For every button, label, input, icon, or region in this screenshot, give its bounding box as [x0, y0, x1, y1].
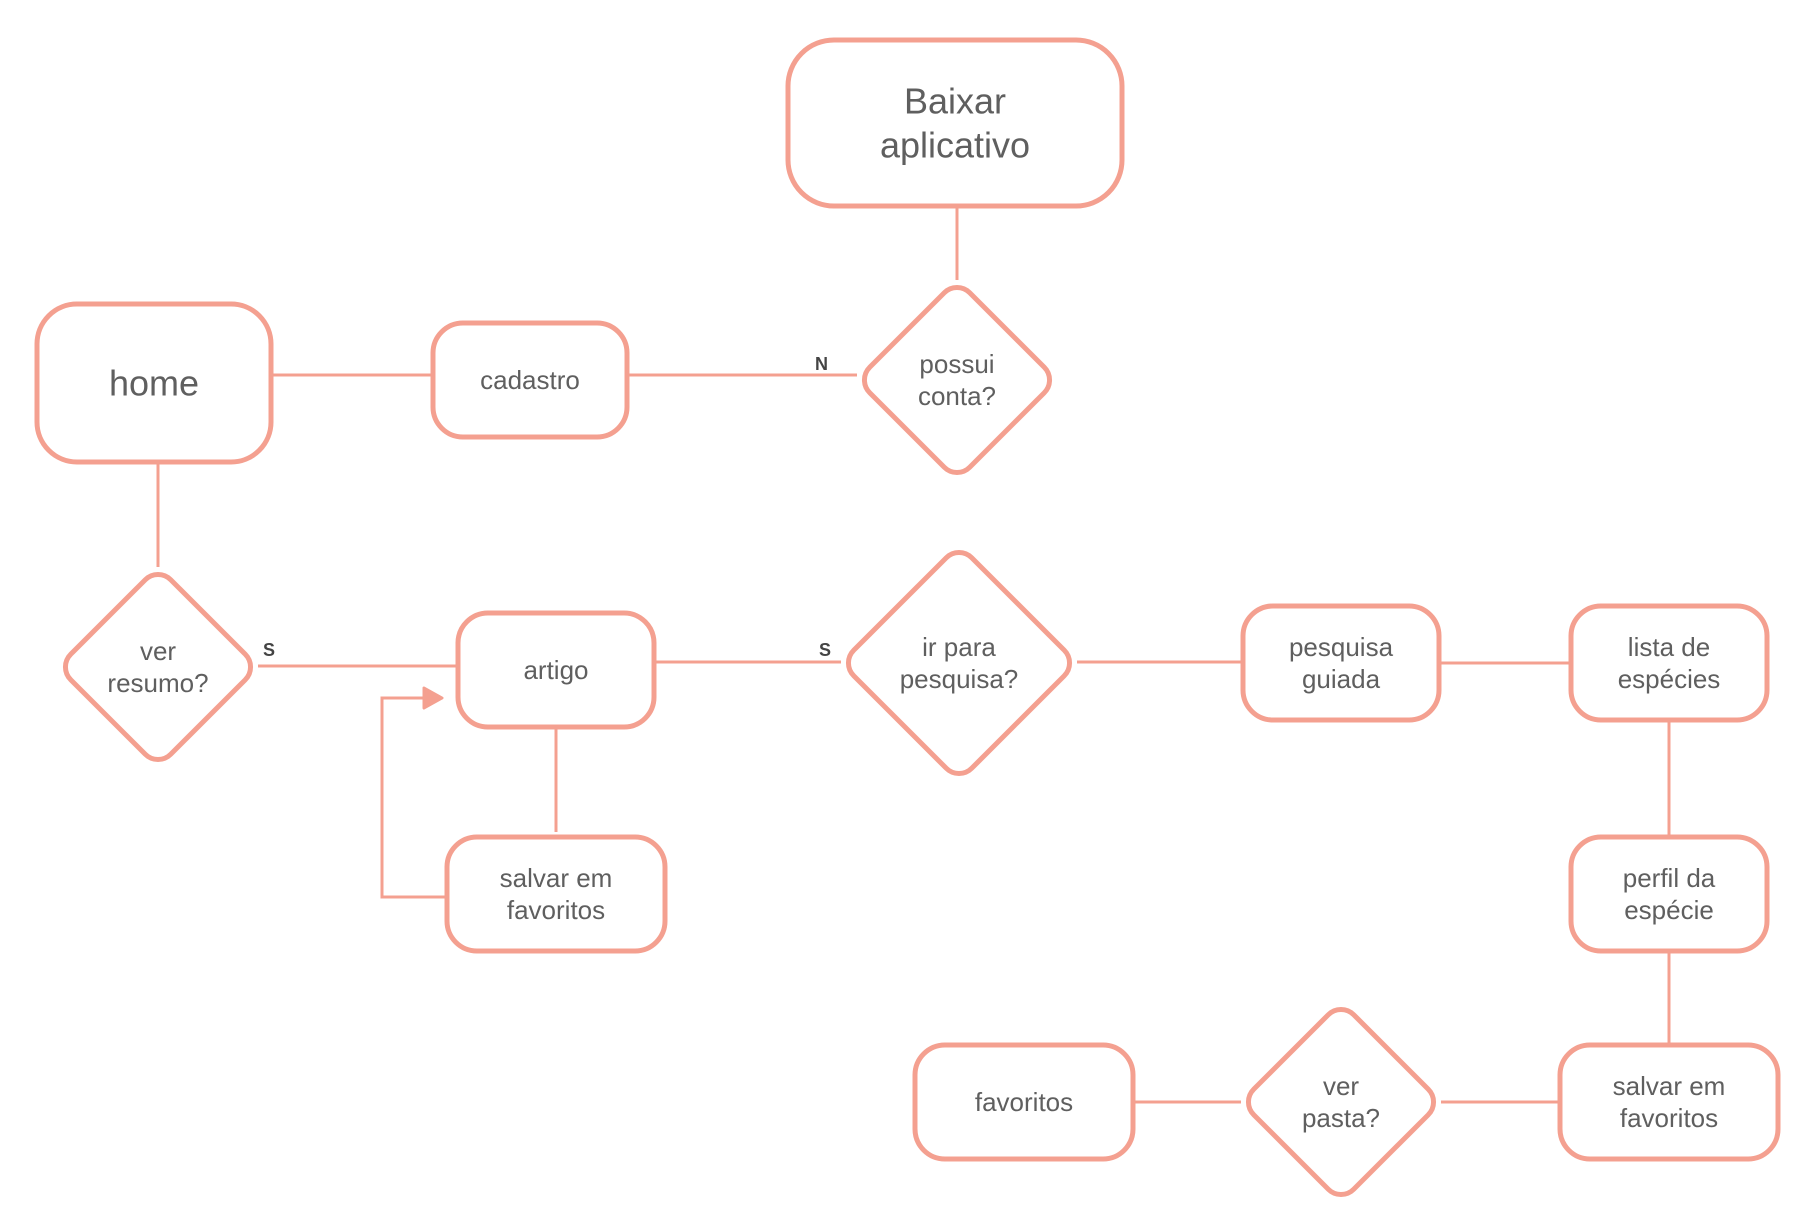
- node-label: perfil da: [1623, 863, 1716, 893]
- node-label: ir para: [922, 632, 996, 662]
- edge-label-n: N: [815, 354, 828, 374]
- node-artigo: artigo: [455, 610, 657, 730]
- diamond-shape: [861, 284, 1053, 476]
- node-label: conta?: [918, 381, 996, 411]
- node-label: resumo?: [107, 668, 208, 698]
- node-label: artigo: [523, 655, 588, 685]
- node-label: espécies: [1618, 664, 1721, 694]
- rounded-box-shape: [430, 320, 630, 440]
- node-cadastro: cadastro: [430, 320, 630, 440]
- rounded-box-shape: [785, 37, 1125, 209]
- rounded-box-shape: [912, 1042, 1136, 1162]
- rounded-box-shape: [444, 834, 668, 954]
- edge-label-s: S: [263, 640, 275, 660]
- rounded-box-shape: [1568, 603, 1770, 723]
- diamond-shape: [845, 549, 1073, 777]
- rounded-box-shape: [455, 610, 657, 730]
- node-label: espécie: [1624, 895, 1714, 925]
- node-label: favoritos: [1620, 1103, 1718, 1133]
- node-label: aplicativo: [880, 125, 1030, 166]
- connector-salvar-favoritos-artigo-to-artigo: [380, 696, 447, 899]
- node-label: ver: [1323, 1071, 1359, 1101]
- rounded-box-shape: [1557, 1042, 1781, 1162]
- node-label: cadastro: [480, 365, 580, 395]
- node-label: pesquisa?: [900, 664, 1019, 694]
- node-label: possui: [919, 349, 994, 379]
- node-label: pasta?: [1302, 1103, 1380, 1133]
- node-label: salvar em: [500, 863, 613, 893]
- diamond-shape: [1245, 1006, 1437, 1198]
- node-label: guiada: [1302, 664, 1381, 694]
- rounded-box-shape: [1240, 603, 1442, 723]
- node-label: Baixar: [904, 81, 1006, 122]
- node-home: home: [34, 301, 274, 465]
- node-label: lista de: [1628, 632, 1710, 662]
- node-label: favoritos: [507, 895, 605, 925]
- node-favoritos: favoritos: [912, 1042, 1136, 1162]
- diamond-shape: [62, 571, 254, 763]
- node-label: pesquisa: [1289, 632, 1394, 662]
- node-label: favoritos: [975, 1087, 1073, 1117]
- rounded-box-shape: [34, 301, 274, 465]
- rounded-box-shape: [1568, 834, 1770, 954]
- node-label: ver: [140, 636, 176, 666]
- node-label: home: [109, 363, 199, 404]
- node-label: salvar em: [1613, 1071, 1726, 1101]
- arrowhead-icon: [422, 686, 444, 710]
- edge-label-s: S: [819, 640, 831, 660]
